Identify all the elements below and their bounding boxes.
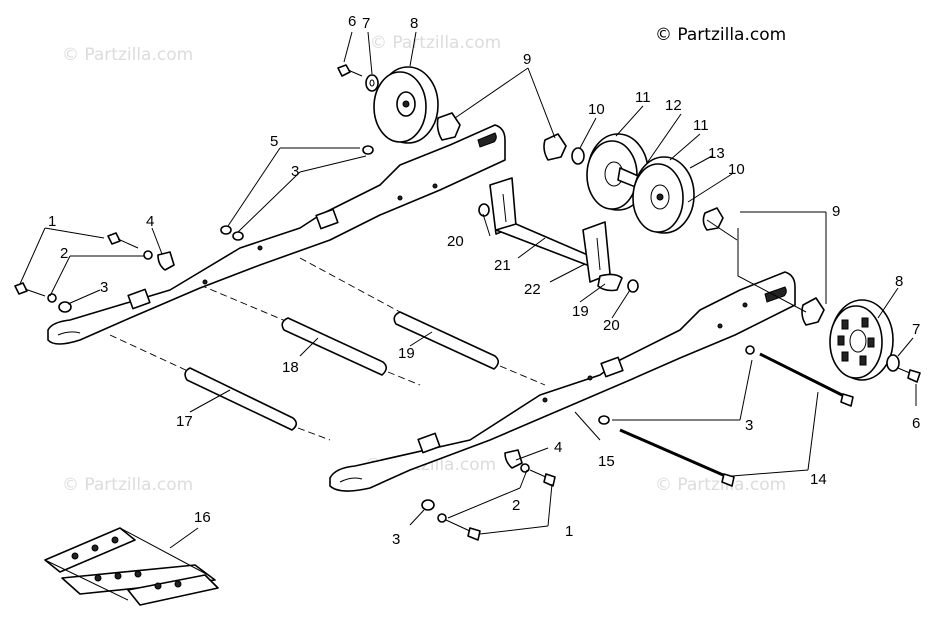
callout-10-right: 10: [728, 161, 745, 178]
callout-18: 18: [282, 359, 299, 376]
callout-22: 22: [524, 281, 541, 298]
callout-3-left: 3: [100, 279, 108, 296]
callout-1-left: 1: [48, 213, 56, 230]
washer-3-a: [232, 231, 244, 241]
idler-wheel-top-8: [373, 66, 439, 144]
callout-8-right: 8: [895, 273, 903, 290]
callout-2-bottom: 2: [512, 497, 520, 514]
idler-wheel-right-8: [829, 299, 894, 381]
spacer-9-d: [801, 297, 825, 326]
right-rail: [329, 271, 796, 492]
bolt-1-b: [14, 282, 46, 297]
callout-19-axle: 19: [572, 303, 589, 320]
watermark-main: © Partzilla.com: [655, 25, 786, 45]
callout-6-top: 6: [348, 13, 356, 30]
callout-7-top: 7: [362, 15, 370, 32]
callout-numbers: 6 7 8 9 10 11 12 11 13 10 5 3 4 1 2 3 20…: [48, 13, 920, 548]
cross-shaft-18: [199, 284, 421, 386]
bracket-4-a: [157, 251, 175, 271]
long-bolt-14-a: [759, 352, 854, 407]
spacer-9-b: [543, 133, 567, 161]
callout-16: 16: [194, 509, 211, 526]
bolt-1-d: [445, 519, 481, 541]
leader-lines: [19, 31, 917, 549]
callout-3-top: 3: [291, 163, 299, 180]
inset-part-16: [44, 527, 219, 606]
callout-8-top: 8: [410, 15, 418, 32]
callout-3-bottom: 3: [392, 531, 400, 548]
washer-2-b: [47, 293, 57, 303]
spacer-9-c: [702, 207, 724, 231]
bolt-6-top: [337, 64, 363, 77]
callout-4-left: 4: [146, 213, 154, 230]
bracket-4-b: [504, 449, 523, 469]
washer-20-a: [478, 203, 490, 217]
washer-3-e: [745, 345, 755, 355]
bolt-1-a: [107, 232, 139, 249]
callout-15: 15: [598, 453, 615, 470]
bolt-6-right: [897, 367, 921, 383]
callout-7-right: 7: [912, 321, 920, 338]
callout-14: 14: [810, 471, 827, 488]
callout-12: 12: [665, 97, 682, 114]
callout-19-shaft: 19: [398, 345, 415, 362]
callout-17: 17: [176, 413, 193, 430]
nut-5-b: [220, 225, 232, 235]
washer-3-d: [421, 499, 435, 511]
washer-7-right: [886, 354, 900, 372]
callout-9-right: 9: [832, 203, 840, 220]
watermark-bottom-left: © Partzilla.com: [62, 475, 193, 495]
callout-5: 5: [270, 133, 278, 150]
washer-20-b: [627, 279, 639, 293]
washer-3-b: [58, 301, 72, 313]
watermark-top-left: © Partzilla.com: [62, 45, 193, 65]
washer-7-top: [365, 74, 379, 92]
washer-2-c: [520, 463, 530, 473]
center-axle-21-22: [489, 177, 623, 292]
cross-shaft-17: [109, 334, 331, 441]
callout-21: 21: [494, 257, 511, 274]
watermark-bottom-right: © Partzilla.com: [655, 475, 786, 495]
cross-shaft-19: [299, 257, 546, 386]
spacer-9-a: [436, 112, 461, 141]
washer-3-c: [598, 415, 610, 425]
callout-1-bottom: 1: [565, 523, 573, 540]
callout-20-left: 20: [447, 233, 464, 250]
long-bolt-14-b: [619, 428, 735, 487]
callout-20-right: 20: [603, 317, 620, 334]
callout-2-left: 2: [60, 245, 68, 262]
washer-2-d: [437, 513, 447, 523]
callout-4-bottom: 4: [554, 439, 562, 456]
washer-2-a: [143, 250, 153, 260]
callout-11-a: 11: [635, 89, 651, 106]
callout-10-top: 10: [588, 101, 605, 118]
left-rail: [47, 124, 506, 345]
bolt-1-c: [529, 469, 556, 487]
callout-11-b: 11: [693, 117, 709, 134]
callout-9-top: 9: [523, 51, 531, 68]
dual-wheel-11-b: [632, 156, 695, 234]
washer-10-a: [571, 147, 585, 165]
nut-5-a: [362, 145, 374, 155]
callout-3-right: 3: [745, 417, 753, 434]
callout-6-right: 6: [912, 415, 920, 432]
callout-13: 13: [708, 145, 725, 162]
watermark-mid: © Partzilla.com: [370, 33, 501, 53]
